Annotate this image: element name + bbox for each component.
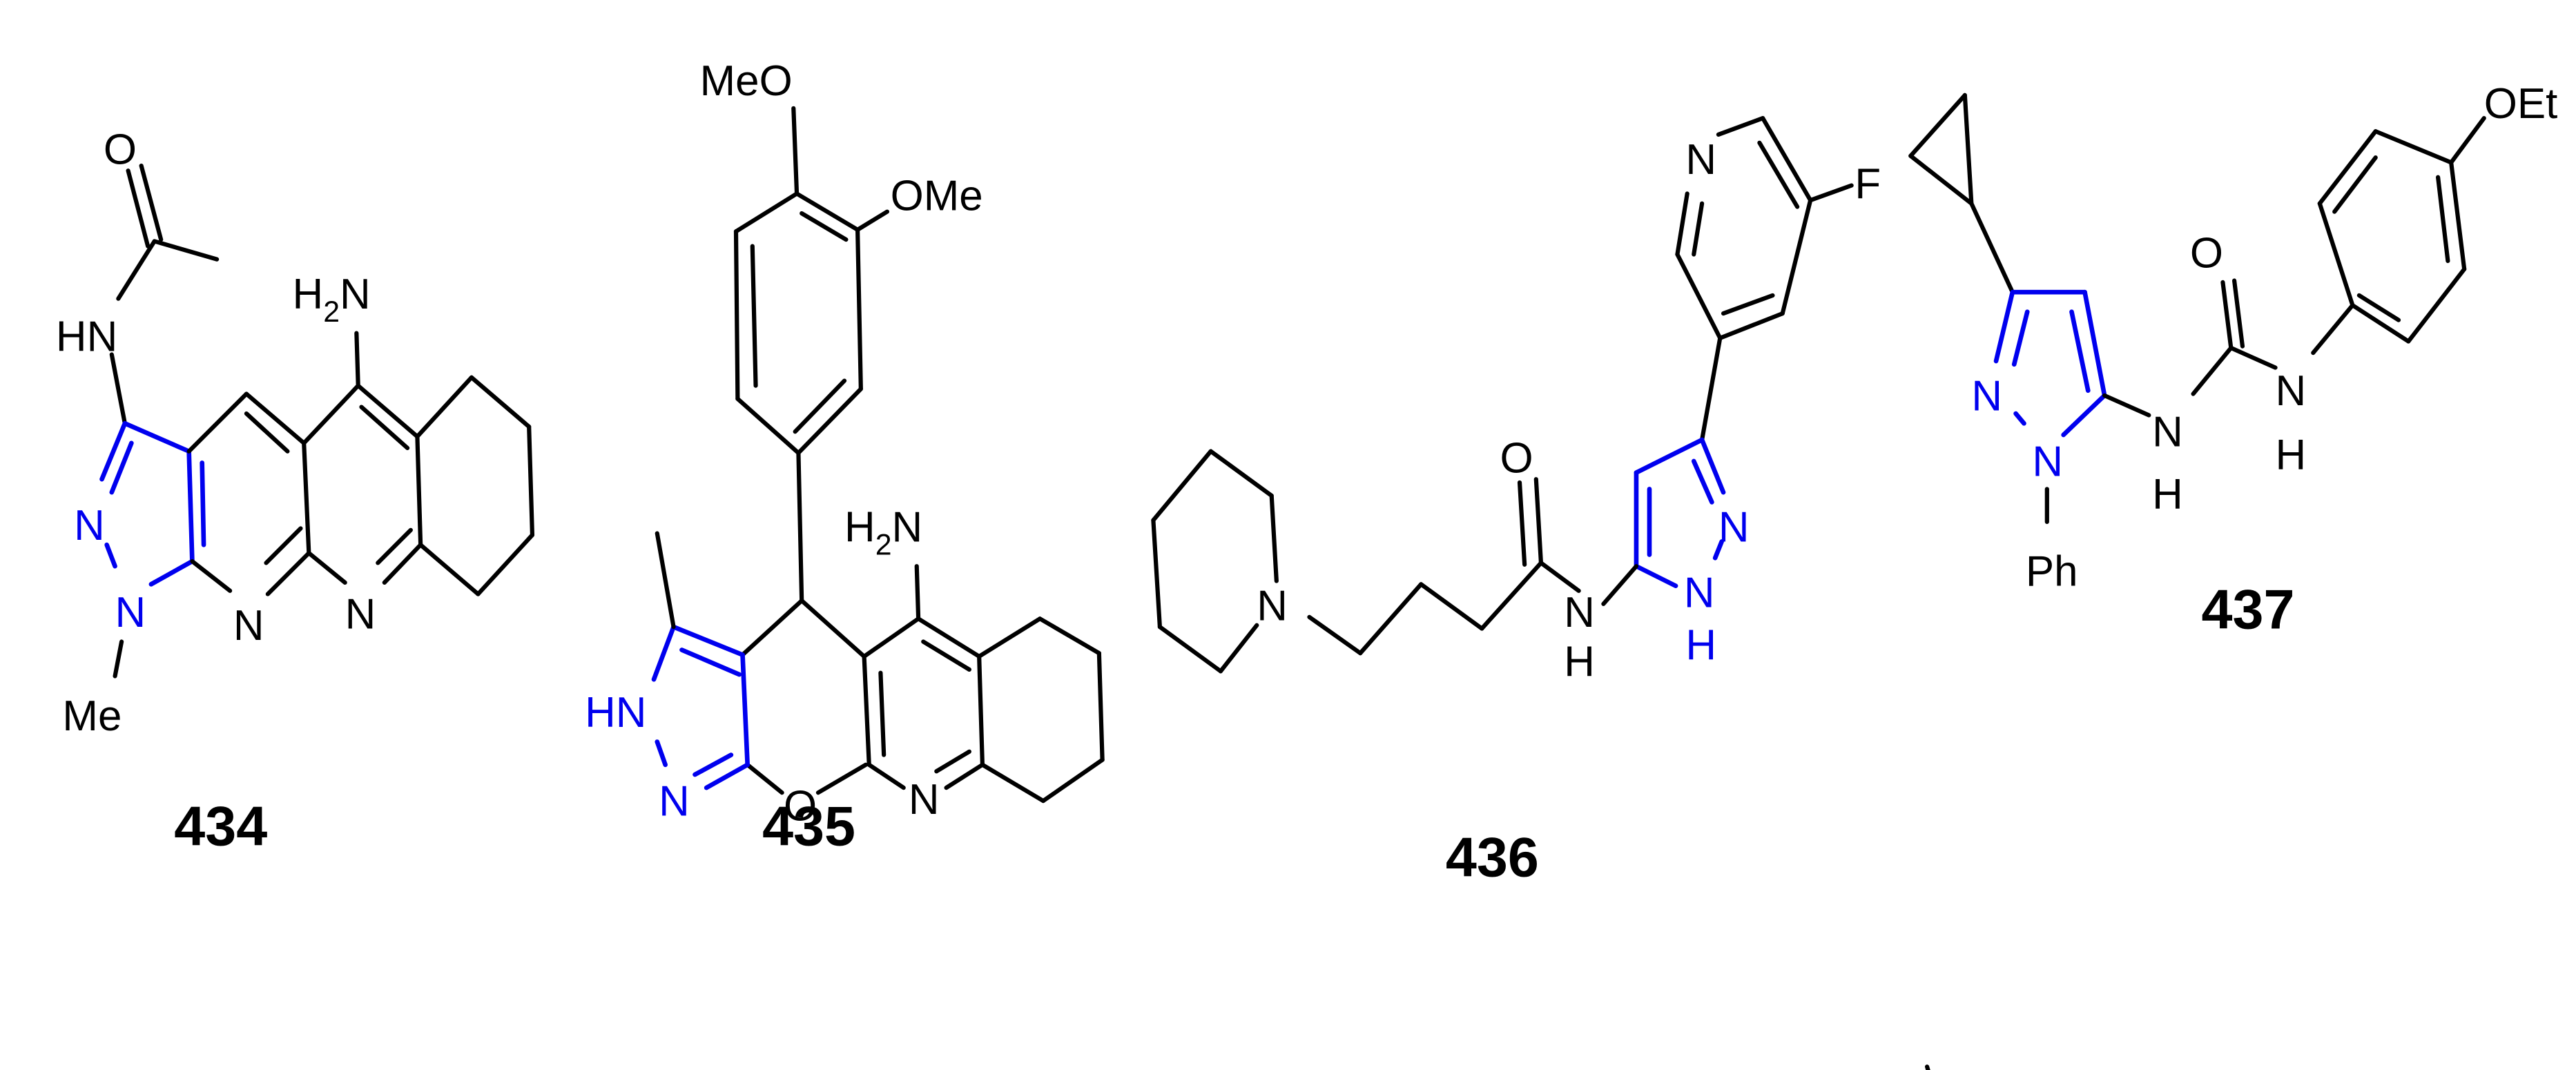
compound-id-437: 437 [2201, 579, 2294, 641]
atom-N: N [1257, 583, 1288, 630]
atom-N: N [233, 602, 264, 650]
atom-N: N [2152, 409, 2183, 456]
atom-N: N [1971, 372, 2002, 420]
atom-OEt: OEt [2484, 80, 2558, 128]
atom-N: N [74, 502, 105, 549]
atom-F: F [1854, 161, 1881, 208]
atom-O: O [2190, 230, 2223, 278]
atom-HN: HN [585, 689, 646, 737]
compound-435: MeO OMe H2N HN N O N 435 [585, 57, 1105, 857]
compound-id-434: 434 [174, 795, 267, 857]
atom-H: H [2152, 471, 2183, 518]
atom-HN: HN [56, 313, 117, 361]
atom-H2N: H2N [293, 271, 371, 329]
atom-H: H [1685, 622, 1716, 670]
atom-H: H [1564, 638, 1595, 685]
atom-O: O [784, 783, 817, 830]
atom-N: N [1718, 504, 1750, 552]
atom-N: N [2276, 367, 2307, 415]
atom-O: O [1500, 435, 1533, 483]
atom-H: H [2276, 431, 2307, 479]
compound-id-435: 435 [762, 795, 855, 857]
atom-N: N [909, 776, 940, 824]
atom-N: N [1684, 570, 1715, 617]
atom-Ph: Ph [2026, 548, 2078, 596]
atom-N: N [115, 589, 146, 636]
atom-N: N [659, 778, 690, 826]
atom-N: N [2032, 438, 2063, 485]
atom-Me: Me [62, 692, 122, 740]
atom-OMe: OMe [891, 172, 983, 220]
atom-MeO: MeO [700, 57, 793, 105]
compound-440: O N OCH3 N N F F NH 440 [1925, 1064, 2082, 1070]
atom-O: O [104, 126, 137, 174]
compound-id-436: 436 [1446, 827, 1539, 889]
compound-437: OEt O N N N H N H Ph 437 [1908, 80, 2558, 641]
atom-H2N: H2N [844, 504, 922, 562]
compound-436: N F O N N H N H N 436 [1151, 116, 1881, 889]
atom-N: N [1685, 136, 1716, 184]
atom-N: N [345, 591, 376, 639]
compound-434: O HN H2N N N N N Me 434 [56, 126, 535, 857]
atom-N: N [1564, 589, 1595, 636]
